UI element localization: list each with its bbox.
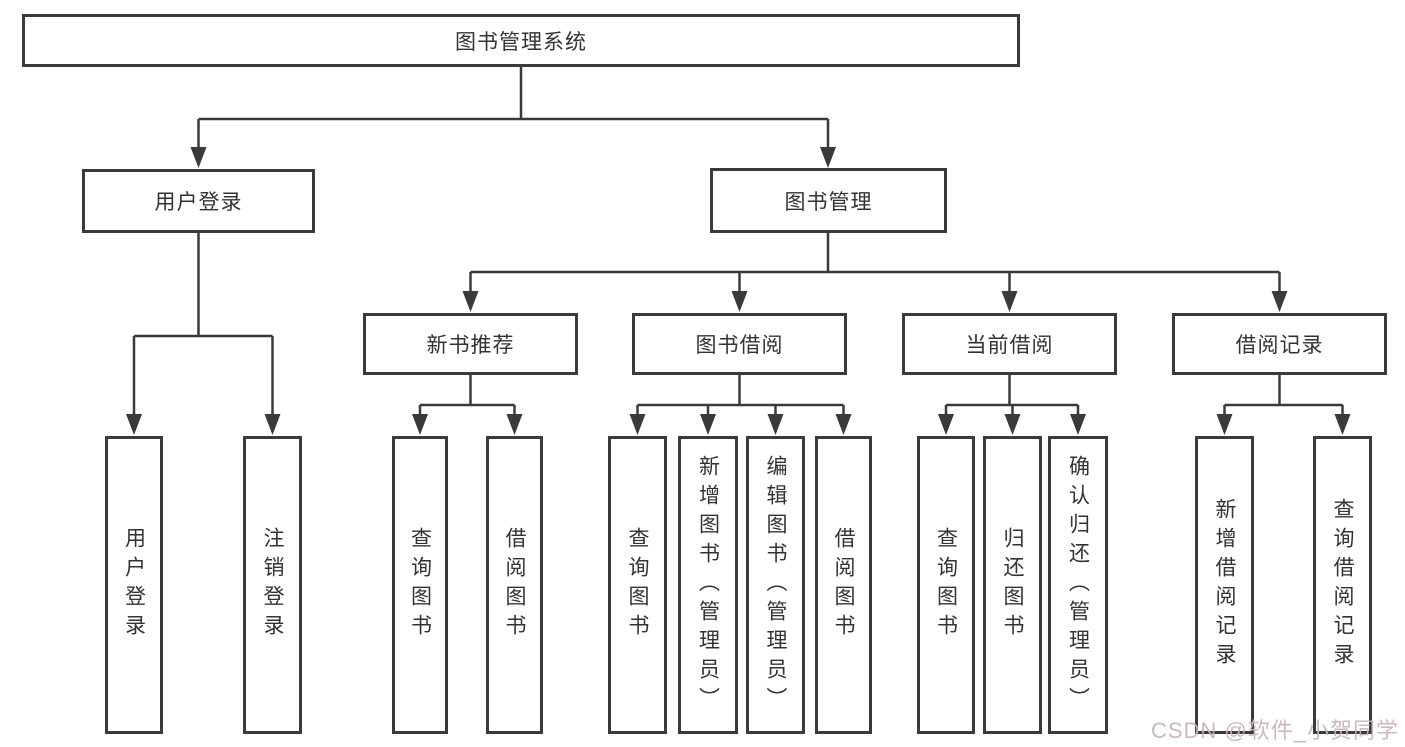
- arrowheads: [126, 147, 1351, 435]
- node-label: 归还图书: [1001, 527, 1024, 643]
- node-label: 新增借阅记录: [1213, 498, 1236, 672]
- node-leaf-cb-query-books: 查询图书: [917, 436, 975, 734]
- node-label: 新增图书（管理员）: [696, 454, 720, 716]
- node-leaf-bb-add-books: 新增图书（管理员）: [678, 436, 738, 734]
- node-current-borrowing: 当前借阅: [902, 313, 1117, 375]
- node-root: 图书管理系统: [22, 14, 1020, 67]
- node-leaf-bb-borrow-books: 借阅图书: [815, 436, 872, 734]
- node-label: 借阅图书: [832, 527, 855, 643]
- node-leaf-br-add-record: 新增借阅记录: [1195, 436, 1254, 734]
- node-label: 查询图书: [626, 527, 649, 643]
- node-leaf-bb-edit-books: 编辑图书（管理员）: [746, 436, 805, 734]
- node-label: 确认归还（管理员）: [1066, 454, 1090, 716]
- node-label: 注销登录: [261, 527, 284, 643]
- node-book-management: 图书管理: [710, 168, 947, 233]
- node-leaf-user-login: 用户登录: [105, 436, 163, 734]
- node-leaf-bb-query-books: 查询图书: [608, 436, 667, 734]
- node-leaf-cb-confirm-return: 确认归还（管理员）: [1048, 436, 1108, 734]
- node-book-borrowing: 图书借阅: [632, 313, 847, 375]
- node-label: 借阅图书: [503, 527, 526, 643]
- node-leaf-cb-return-books: 归还图书: [983, 436, 1042, 734]
- node-leaf-rec-query-books: 查询图书: [392, 436, 448, 734]
- node-label: 查询借阅记录: [1331, 498, 1354, 672]
- node-label: 查询图书: [408, 527, 432, 643]
- node-borrowing-records: 借阅记录: [1172, 313, 1387, 375]
- node-label: 用户登录: [122, 527, 146, 643]
- node-user-login: 用户登录: [82, 169, 315, 233]
- node-label: 查询图书: [934, 527, 958, 643]
- watermark: CSDN @软件_小贺同学: [1150, 718, 1399, 743]
- node-leaf-br-query-record: 查询借阅记录: [1313, 436, 1372, 734]
- node-leaf-rec-borrow-books: 借阅图书: [486, 436, 543, 734]
- node-new-book-recommendation: 新书推荐: [363, 313, 578, 375]
- node-label: 编辑图书（管理员）: [764, 454, 787, 716]
- node-leaf-logout: 注销登录: [243, 436, 302, 734]
